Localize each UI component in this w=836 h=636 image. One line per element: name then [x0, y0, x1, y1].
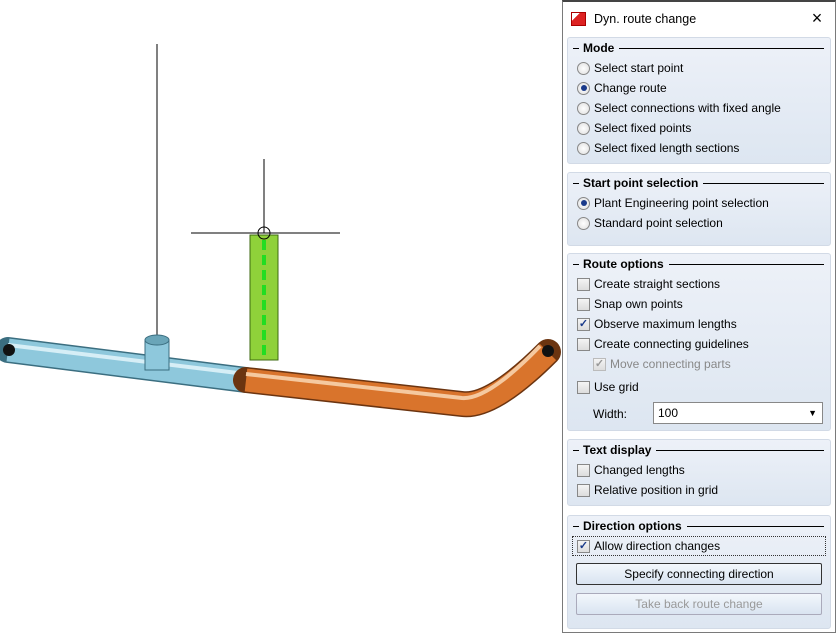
- direction-options-group: Direction options ✓Allow direction chang…: [567, 515, 831, 629]
- radio-fixed-length[interactable]: Select fixed length sections: [568, 138, 830, 158]
- orange-pipe: [244, 343, 557, 416]
- take-back-button[interactable]: Take back route change: [576, 593, 822, 615]
- close-icon[interactable]: ×: [811, 8, 823, 28]
- text-display-group: Text display Changed lengths Relative po…: [567, 439, 831, 506]
- radio-fixed-points[interactable]: Select fixed points: [568, 118, 830, 138]
- cb-observe-max[interactable]: ✓Observe maximum lengths: [577, 317, 737, 331]
- group-title: Mode: [568, 38, 830, 58]
- cb-changed-lengths[interactable]: Changed lengths: [568, 460, 830, 480]
- radio-fixed-angle[interactable]: Select connections with fixed angle: [568, 98, 830, 118]
- radio-plant-engineering[interactable]: Plant Engineering point selection: [568, 193, 830, 213]
- cb-snap-own[interactable]: Snap own points: [568, 294, 830, 314]
- cb-create-guidelines[interactable]: Create connecting guidelines: [568, 334, 830, 354]
- title-bar: Dyn. route change ×: [563, 2, 835, 36]
- mode-group: Mode Select start point Change route Sel…: [567, 37, 831, 164]
- group-title: Text display: [568, 440, 830, 460]
- cb-move-parts[interactable]: ✓Move connecting parts: [593, 357, 731, 371]
- check-icon: ✓: [577, 539, 590, 553]
- radio-standard-point[interactable]: Standard point selection: [568, 213, 830, 233]
- green-pipe: [249, 234, 279, 361]
- group-title: Route options: [568, 254, 830, 274]
- cb-relative-position[interactable]: Relative position in grid: [568, 480, 830, 500]
- radio-change-route[interactable]: Change route: [568, 78, 830, 98]
- check-icon: ✓: [577, 317, 590, 331]
- app-icon: [571, 12, 586, 26]
- cad-viewport[interactable]: [0, 0, 562, 633]
- start-point-group: Start point selection Plant Engineering …: [567, 172, 831, 246]
- cb-allow-direction[interactable]: ✓Allow direction changes: [572, 536, 826, 556]
- specify-direction-button[interactable]: Specify connecting direction: [576, 563, 822, 585]
- route-options-group: Route options Create straight sections S…: [567, 253, 831, 431]
- dyn-route-change-dialog: Dyn. route change × Mode Select start po…: [562, 0, 836, 633]
- dialog-title: Dyn. route change: [594, 12, 697, 26]
- blue-pipe: [6, 338, 248, 392]
- width-label: Width:: [593, 407, 628, 421]
- group-title: Direction options: [568, 516, 830, 536]
- endpoint: [542, 345, 554, 357]
- check-icon: ✓: [593, 357, 606, 371]
- width-select[interactable]: 100▼: [653, 402, 823, 424]
- cb-create-straight[interactable]: Create straight sections: [568, 274, 830, 294]
- pipe-model: [0, 44, 561, 418]
- radio-select-start-point[interactable]: Select start point: [568, 58, 830, 78]
- chevron-down-icon: ▼: [808, 408, 817, 418]
- group-title: Start point selection: [568, 173, 830, 193]
- cb-use-grid[interactable]: Use grid: [568, 377, 830, 397]
- endpoint: [3, 344, 15, 356]
